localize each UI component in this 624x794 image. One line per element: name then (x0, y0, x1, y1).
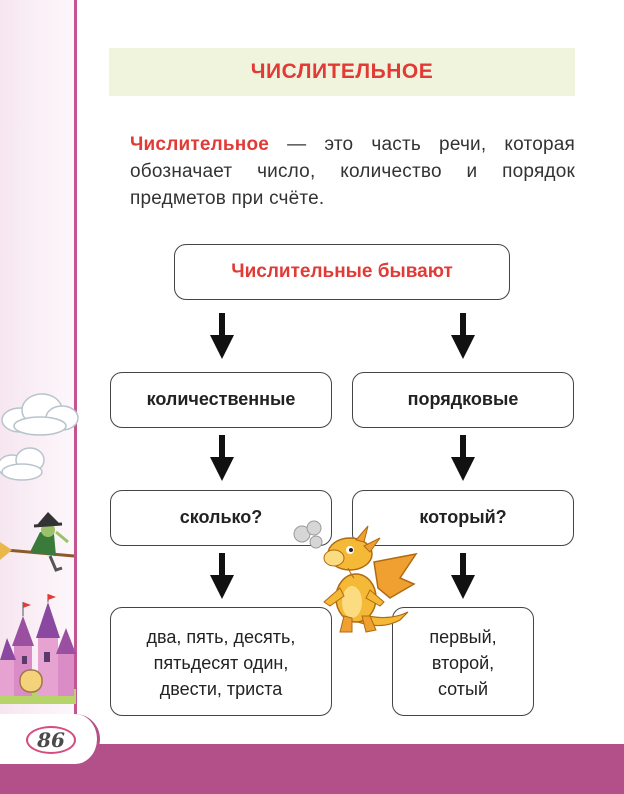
page-number: 86 (26, 726, 76, 754)
diagram-root-box: Числительные бывают (174, 244, 510, 300)
title-band: ЧИСЛИТЕЛЬНОЕ (109, 48, 575, 96)
ordinal-examples-box: первый, второй, сотый (392, 607, 534, 716)
cardinal-example-line: двести, триста (159, 679, 283, 699)
cardinal-question-box: сколько? (110, 490, 332, 546)
bottom-bar (0, 744, 624, 794)
definition-term: Числительное (130, 134, 270, 155)
ordinal-example-line: второй, (431, 653, 495, 673)
down-arrow-icon (451, 435, 475, 481)
cardinal-example-line: пятьдесят один, (153, 653, 289, 673)
ordinal-question-box: который? (352, 490, 574, 546)
ordinal-example-line: первый, (429, 627, 497, 647)
definition-paragraph: Числительное — это часть речи, которая о… (130, 131, 575, 212)
cardinal-examples-box: два, пять, десять, пятьдесят один, двест… (110, 607, 332, 716)
down-arrow-icon (210, 553, 234, 599)
strip-border-line (74, 0, 77, 794)
page-number-tab: 86 (0, 714, 100, 764)
down-arrow-icon (451, 553, 475, 599)
page-title: ЧИСЛИТЕЛЬНОЕ (250, 60, 434, 83)
cardinal-example-line: два, пять, десять, (146, 627, 296, 647)
dragon-icon (293, 520, 418, 633)
witch-on-broom-icon (0, 512, 75, 572)
definition-text: — это часть речи, которая обозначает чис… (130, 134, 575, 209)
ordinal-type-label: порядковые (407, 389, 519, 409)
down-arrow-icon (451, 313, 475, 359)
down-arrow-icon (210, 435, 234, 481)
cardinal-question-label: сколько? (179, 507, 263, 527)
ordinal-type-box: порядковые (352, 372, 574, 428)
diagram-root-label: Числительные бывают (231, 261, 453, 282)
ordinal-question-label: который? (419, 507, 507, 527)
cardinal-type-label: количественные (146, 389, 296, 409)
castle-icon (0, 594, 76, 704)
cloud-icon (0, 447, 45, 481)
cardinal-type-box: количественные (110, 372, 332, 428)
cloud-icon (1, 393, 79, 436)
ordinal-example-line: сотый (437, 679, 489, 699)
down-arrow-icon (210, 313, 234, 359)
